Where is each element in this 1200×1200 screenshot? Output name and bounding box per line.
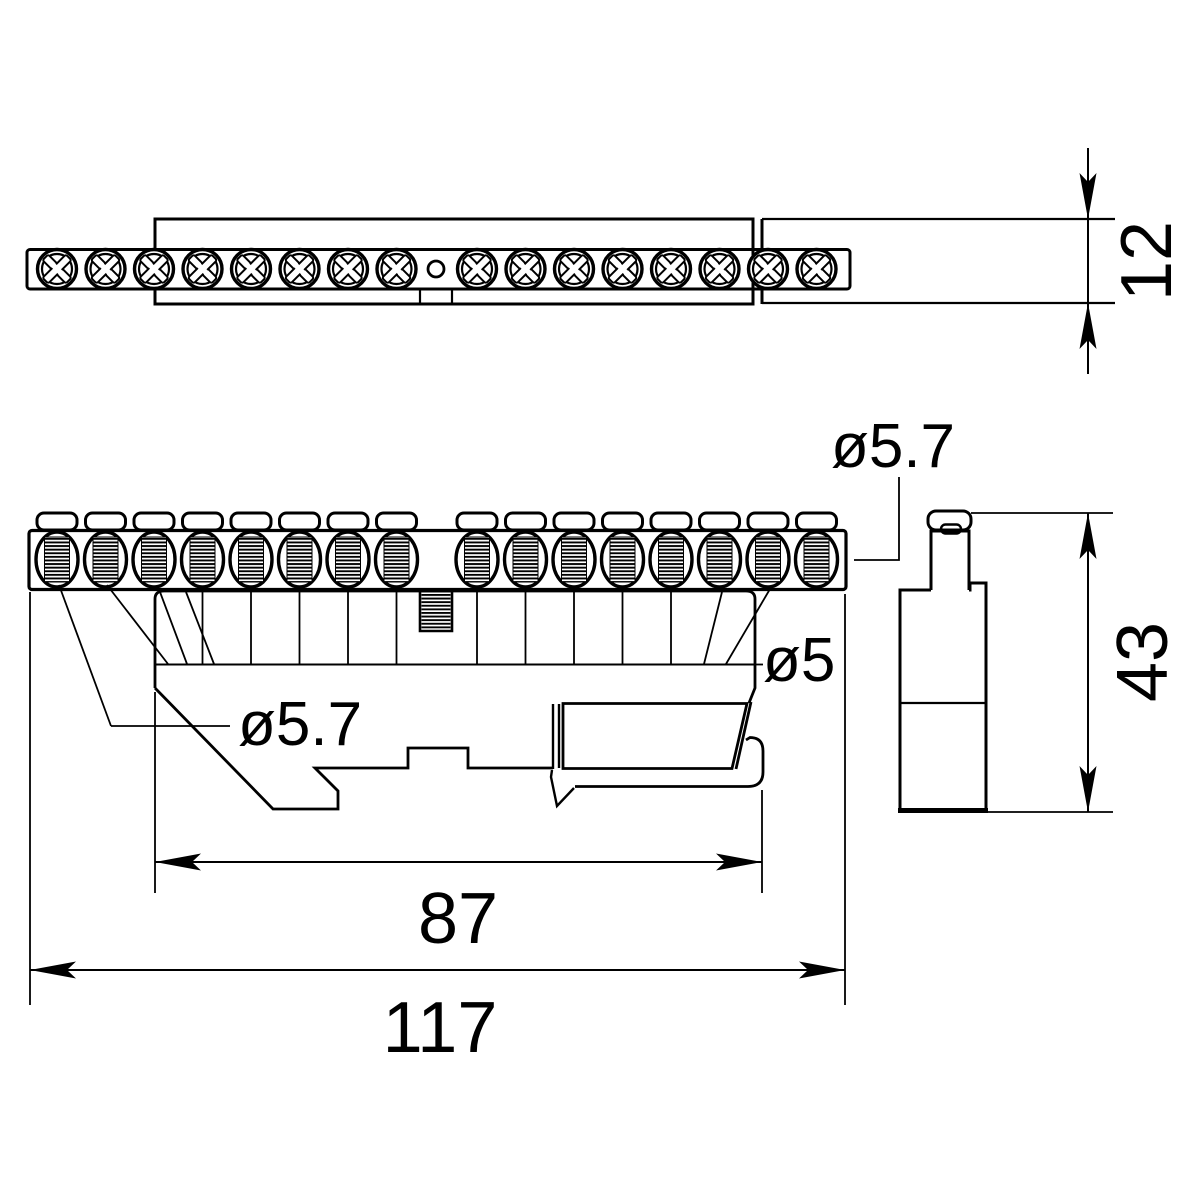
top-screw (500, 243, 551, 295)
top-screw (371, 243, 422, 295)
terminal-cap (84, 511, 127, 532)
leader-line (58, 584, 112, 727)
terminal-cap (698, 511, 741, 532)
terminal-cap (132, 511, 176, 532)
dim-mount-width: 87 (154, 692, 763, 959)
side-view: ø5.7 43 (831, 412, 1183, 813)
hole-dia-top-label: ø5.7 (831, 412, 955, 481)
terminal-screw (599, 530, 646, 589)
terminal-cap (278, 511, 321, 532)
pedestal-neck (929, 529, 971, 590)
terminal-cap (795, 511, 838, 532)
clip-spring (561, 702, 749, 770)
terminal-cap (552, 511, 596, 532)
terminal-screw (696, 530, 743, 589)
dim-thickness-value: 12 (1107, 221, 1187, 301)
top-screw (274, 243, 325, 295)
leader-line (854, 477, 900, 561)
terminal-screw (131, 530, 177, 589)
din-clip (549, 701, 765, 809)
dim-mount-width-value: 87 (418, 879, 498, 959)
terminal-screw (745, 530, 791, 589)
top-screw (31, 243, 83, 295)
pedestal-body (898, 581, 988, 812)
terminal-cap (326, 511, 370, 532)
front-view: ø5.7 ø5 (27, 511, 848, 811)
top-screw (451, 243, 503, 295)
terminal-cap (504, 511, 547, 532)
top-screw (791, 243, 842, 295)
strip-outline (27, 528, 848, 592)
terminal-cap (601, 511, 644, 532)
terminal-cap (746, 511, 790, 532)
leader-line (106, 584, 169, 665)
top-screw (597, 243, 648, 295)
terminal-screw (454, 530, 500, 589)
clip-hook-inner (734, 701, 753, 770)
fin-slant (185, 591, 215, 665)
dim-total-length-value: 117 (383, 988, 498, 1068)
center-hole (426, 259, 446, 279)
clip-latch-tip (549, 769, 575, 809)
thread-leader (703, 591, 723, 665)
top-screw (694, 243, 745, 295)
terminal-cap (35, 511, 79, 532)
thread-dia-label: ø5 (763, 626, 835, 695)
clip-hook-outer (575, 736, 765, 788)
top-screw (548, 243, 600, 295)
terminal-screw (793, 530, 840, 589)
top-screw (80, 243, 131, 295)
terminal-screw (276, 530, 323, 589)
pedestal-cap (926, 509, 973, 532)
top-view: 12 (25, 148, 1187, 374)
fin-lines (201, 591, 672, 665)
top-screw (177, 243, 228, 295)
center-notch-thread (421, 591, 451, 629)
terminal-screw (34, 530, 80, 589)
top-screw (128, 243, 180, 295)
pedestal-washer (939, 523, 963, 535)
callout-hole-dia-inner: ø5.7 (58, 584, 362, 759)
terminal-cap (375, 511, 418, 532)
terminal-screw (648, 530, 694, 589)
top-screw (225, 243, 277, 295)
top-screw (645, 243, 697, 295)
top-screw-row (31, 243, 842, 295)
busbar-strip-outline (25, 248, 852, 291)
fin-slant (159, 591, 188, 665)
terminal-cap (649, 511, 693, 532)
hole-dia-inner-label: ø5.7 (238, 690, 362, 759)
top-screw (322, 243, 374, 295)
terminal-screw (179, 530, 226, 589)
dim-total-length: 117 (29, 592, 846, 1068)
thread-leader (725, 588, 771, 665)
front-screw-row (34, 530, 840, 589)
cap-row (35, 511, 838, 532)
dim-thickness: 12 (1079, 148, 1187, 374)
terminal-screw (325, 530, 371, 589)
terminal-screw (82, 530, 129, 589)
foot-outline (153, 687, 553, 811)
terminal-cap (181, 511, 224, 532)
callout-hole-dia-top: ø5.7 (831, 412, 955, 561)
terminal-screw (502, 530, 549, 589)
terminal-screw (551, 530, 597, 589)
dim-height: 43 (971, 512, 1183, 813)
center-notch (418, 590, 454, 633)
terminal-screw (228, 530, 274, 589)
base-outline (153, 589, 757, 704)
terminal-cap (229, 511, 273, 532)
dim-height-value: 43 (1103, 622, 1183, 702)
terminal-screw (373, 530, 420, 589)
terminal-cap (455, 511, 499, 532)
